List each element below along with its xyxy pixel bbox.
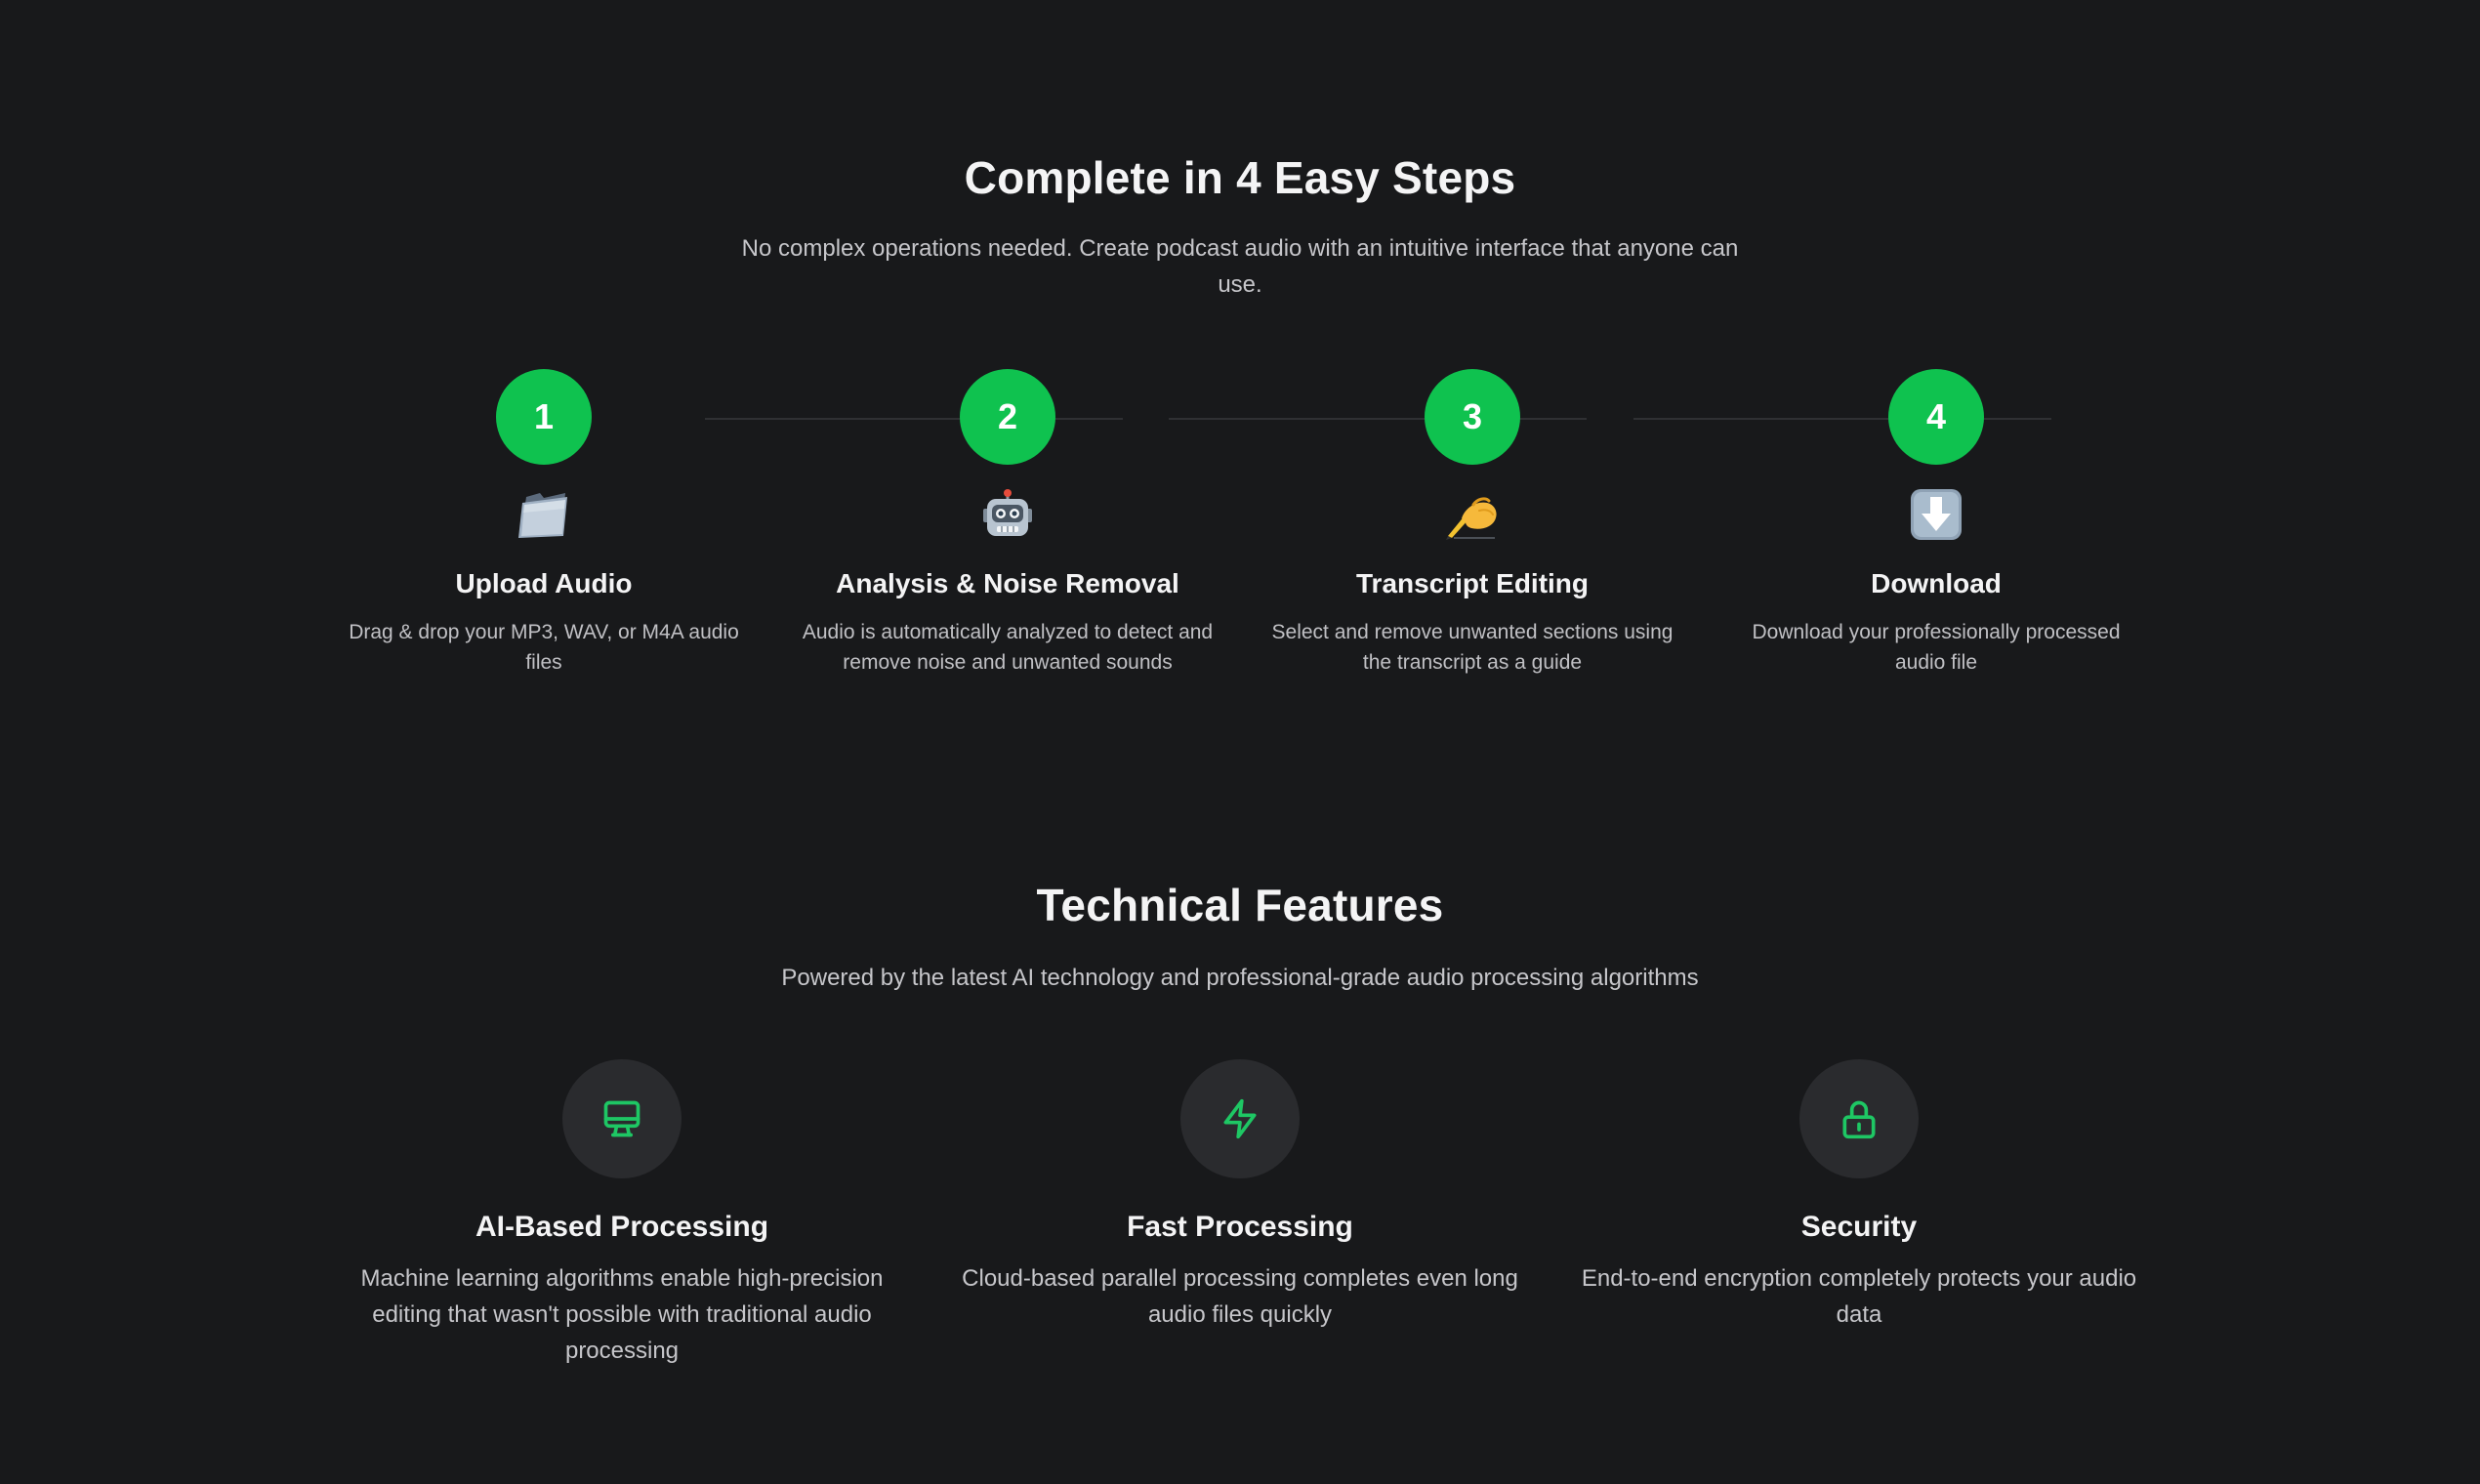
step-title: Analysis & Noise Removal — [836, 568, 1179, 598]
feature-title: Fast Processing — [1127, 1211, 1353, 1243]
step-connector-line — [1169, 418, 1587, 420]
feature-description: End-to-end encryption completely protect… — [1581, 1265, 2137, 1328]
features-row: AI-Based Processing Machine learning alg… — [0, 1059, 2480, 1391]
down-arrow-icon — [1721, 486, 2151, 543]
features-section-subtitle: Powered by the latest AI technology and … — [781, 965, 1699, 991]
steps-section-title: Complete in 4 Easy Steps — [964, 152, 1516, 203]
steps-section: Complete in 4 Easy Steps No complex oper… — [0, 146, 2480, 674]
feature-icon-circle — [1799, 1059, 1919, 1178]
step-number-badge: 1 — [496, 369, 592, 465]
feature-security: Security End-to-end encryption completel… — [1576, 1059, 2142, 1333]
monitor-icon — [603, 1100, 641, 1137]
feature-description: Cloud-based parallel processing complete… — [962, 1265, 1518, 1328]
step-title: Download — [1871, 568, 2002, 598]
step-title: Transcript Editing — [1355, 568, 1590, 598]
features-section: Technical Features Powered by the latest… — [0, 874, 2480, 1364]
step-title: Upload Audio — [455, 568, 633, 598]
step-description: Drag & drop your MP3, WAV, or M4A audio … — [349, 621, 739, 674]
robot-icon — [793, 486, 1222, 543]
features-section-title: Technical Features — [1036, 880, 1444, 930]
feature-description: Machine learning algorithms enable high-… — [360, 1265, 884, 1364]
steps-row: 1 Upload Audio Drag & drop your MP3, WAV… — [329, 369, 2191, 691]
lightning-bolt-icon — [1223, 1098, 1257, 1139]
step-number-badge: 2 — [960, 369, 1055, 465]
feature-title: Security — [1800, 1211, 1918, 1243]
feature-icon-circle — [1180, 1059, 1300, 1178]
steps-section-subtitle: No complex operations needed. Create pod… — [741, 235, 1739, 298]
folder-icon — [329, 486, 759, 543]
step-description: Audio is automatically analyzed to detec… — [802, 621, 1214, 674]
step-connector-line — [705, 418, 1123, 420]
feature-ai-based-processing: AI-Based Processing Machine learning alg… — [339, 1059, 905, 1369]
step-number-badge: 3 — [1425, 369, 1520, 465]
step-connector-line — [1633, 418, 2051, 420]
step-description: Download your professionally processed a… — [1752, 621, 2121, 674]
writing-hand-icon — [1258, 486, 1687, 543]
feature-title: AI-Based Processing — [475, 1211, 769, 1243]
step-analysis-noise-removal: 2 Analys — [793, 369, 1222, 678]
step-upload-audio: 1 Upload Audio Drag & drop your MP3, WAV… — [329, 369, 759, 678]
feature-fast-processing: Fast Processing Cloud-based parallel pro… — [957, 1059, 1523, 1333]
lock-icon — [1842, 1100, 1876, 1139]
feature-icon-circle — [562, 1059, 682, 1178]
step-description: Select and remove unwanted sections usin… — [1271, 621, 1674, 674]
step-download: 4 Download Download your professionally … — [1721, 369, 2151, 678]
step-number-badge: 4 — [1888, 369, 1984, 465]
step-transcript-editing: 3 Transcript Editing Select and remove u… — [1258, 369, 1687, 678]
